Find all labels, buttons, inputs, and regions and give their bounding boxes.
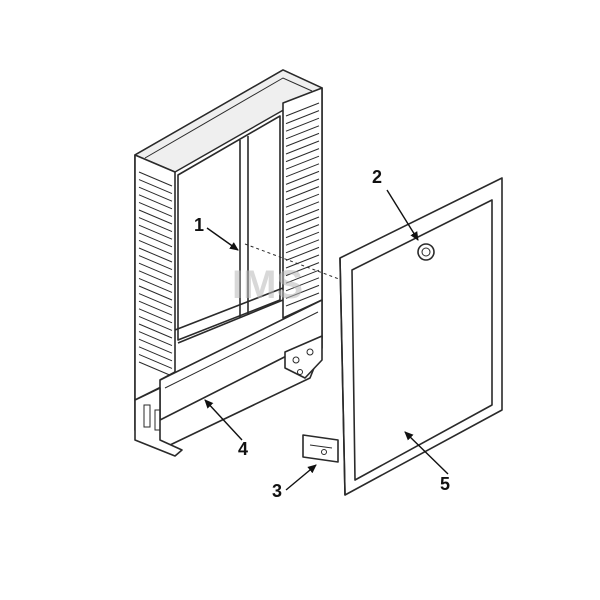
- louver-slat: [285, 254, 320, 269]
- louver-slat: [285, 231, 320, 246]
- louver-slat: [138, 270, 173, 286]
- louver-slat: [285, 178, 320, 193]
- callout-label-2: 2: [372, 167, 382, 187]
- louver-slat: [138, 331, 173, 347]
- louver-slat: [285, 102, 320, 117]
- callout-label-3: 3: [272, 481, 282, 501]
- louver-slat: [138, 346, 173, 362]
- louver-slat: [138, 194, 173, 210]
- left-louvers: [138, 171, 173, 377]
- louver-slat: [138, 186, 173, 202]
- lock-bracket-part: [302, 434, 339, 463]
- leader-arrow-1: [206, 227, 239, 251]
- louver-slat: [285, 155, 320, 170]
- callout-2: 2: [372, 167, 419, 241]
- louver-slat: [285, 239, 320, 254]
- louver-slat: [138, 300, 173, 316]
- louver-slat: [138, 361, 173, 377]
- louver-slat: [285, 163, 320, 178]
- leader-arrow-3: [285, 464, 317, 491]
- louver-slat: [285, 277, 320, 292]
- louver-slat: [285, 201, 320, 216]
- louver-slat: [285, 292, 320, 307]
- right-louvers: [285, 102, 320, 307]
- louver-slat: [138, 179, 173, 195]
- louver-slat: [285, 284, 320, 299]
- louver-slat: [138, 255, 173, 271]
- louver-slat: [138, 224, 173, 240]
- callout-4: 4: [204, 399, 248, 459]
- louver-slat: [138, 353, 173, 369]
- louver-slat: [138, 217, 173, 233]
- callout-5: 5: [404, 431, 450, 494]
- louver-slat: [138, 285, 173, 301]
- louver-slat: [285, 216, 320, 231]
- louver-slat: [138, 315, 173, 331]
- louver-slat: [285, 193, 320, 208]
- louver-slat: [285, 132, 320, 147]
- louver-slat: [138, 247, 173, 263]
- louver-slat: [285, 110, 320, 125]
- door-panel: [339, 177, 503, 496]
- louver-slat: [285, 269, 320, 284]
- callout-3: 3: [272, 464, 317, 501]
- louver-slat: [138, 262, 173, 278]
- door-lock: [417, 243, 435, 261]
- louver-slat: [285, 186, 320, 201]
- louver-slat: [138, 277, 173, 293]
- louver-slat: [285, 148, 320, 163]
- leader-arrow-5: [404, 431, 449, 475]
- louver-slat: [285, 208, 320, 223]
- callout-label-4: 4: [238, 439, 248, 459]
- louver-slat: [138, 293, 173, 309]
- louver-slat: [285, 125, 320, 140]
- louver-slat: [138, 338, 173, 354]
- callout-label-1: 1: [194, 215, 204, 235]
- louver-slat: [138, 308, 173, 324]
- callout-label-5: 5: [440, 474, 450, 494]
- rail-dashed-line: [244, 243, 356, 286]
- louver-slat: [138, 209, 173, 225]
- mounting-feet: [134, 335, 323, 457]
- louver-slat: [285, 170, 320, 185]
- leader-arrow-2: [386, 189, 419, 241]
- louver-slat: [285, 246, 320, 261]
- louver-slat: [138, 323, 173, 339]
- callout-1: 1: [194, 215, 239, 251]
- louver-slat: [285, 224, 320, 239]
- leader-arrow-4: [204, 399, 243, 441]
- louver-slat: [138, 239, 173, 255]
- louver-slat: [285, 140, 320, 155]
- louver-slat: [138, 232, 173, 248]
- watermark-text: IMS: [232, 263, 303, 307]
- louver-slat: [285, 262, 320, 277]
- louver-slat: [138, 171, 173, 187]
- louver-slat: [138, 201, 173, 217]
- cabinet-frame: [134, 69, 323, 446]
- louver-slat: [285, 117, 320, 132]
